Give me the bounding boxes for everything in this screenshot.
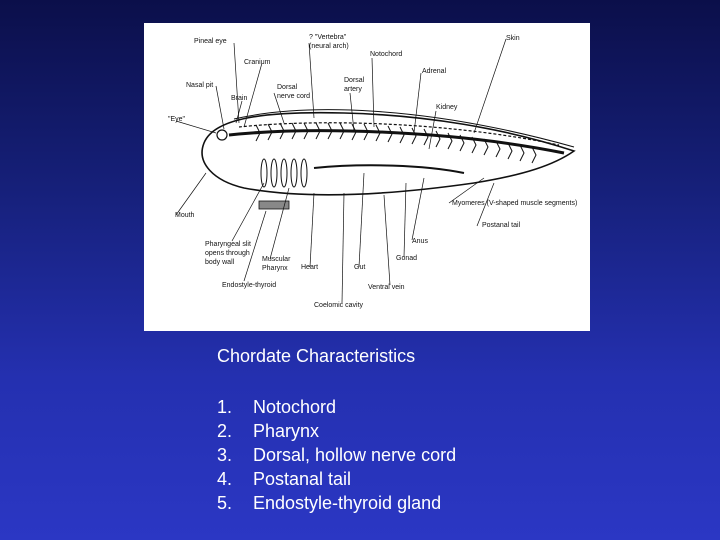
label-endostyle-thyroid: Endostyle-thyroid xyxy=(222,282,276,289)
list-item-number: 4. xyxy=(217,469,233,489)
label-notochord: Notochord xyxy=(370,51,402,58)
list-item: 1. Notochord xyxy=(217,395,456,419)
label-ventral-vein: Ventral vein xyxy=(368,284,405,291)
label-mouth: Mouth xyxy=(175,212,195,219)
dorsal-fin xyxy=(233,109,575,148)
label-adrenal: Adrenal xyxy=(422,68,447,75)
label-gut: Gut xyxy=(354,264,365,271)
leader-lines xyxy=(175,38,507,304)
label-dorsal-artery-2: artery xyxy=(344,86,362,93)
label-dorsal-artery-1: Dorsal xyxy=(344,77,365,84)
label-anus: Anus xyxy=(412,238,428,245)
list-item-text: Pharynx xyxy=(253,421,320,441)
list-item: 2. Pharynx xyxy=(217,419,456,443)
label-neural-arch: (neural arch) xyxy=(309,43,349,50)
pharyngeal-slits xyxy=(260,158,308,188)
list-item: 3. Dorsal, hollow nerve cord xyxy=(217,443,456,467)
list-item-text: Dorsal, hollow nerve cord xyxy=(253,445,457,465)
chordate-diagram: Pineal eye ? "Vertebra" (neural arch) Sk… xyxy=(144,23,590,331)
label-eye: "Eye" xyxy=(168,116,186,123)
label-coelomic-cavity: Coelomic cavity xyxy=(314,302,364,309)
list-item-number: 5. xyxy=(217,493,233,513)
gut-shape xyxy=(313,164,465,174)
chordate-anatomy-drawing: Pineal eye ? "Vertebra" (neural arch) Sk… xyxy=(168,34,577,309)
slide-title: Chordate Characteristics xyxy=(217,346,416,366)
label-pharyngeal-slit-3: body wall xyxy=(205,259,235,266)
label-cranium: Cranium xyxy=(244,59,271,66)
list-item-number: 3. xyxy=(217,445,233,465)
label-myomeres: Myomeres (V-shaped muscle segments) xyxy=(452,200,577,207)
list-item: 5. Endostyle-thyroid gland xyxy=(217,491,456,515)
label-muscular-pharynx-1: Muscular xyxy=(262,256,291,263)
label-postanal-tail: Postanal tail xyxy=(482,222,521,229)
label-dorsal-nerve-cord-2: nerve cord xyxy=(277,93,310,100)
eye-shape xyxy=(216,129,228,141)
myomere-segments xyxy=(255,122,537,164)
label-kidney: Kidney xyxy=(436,104,458,111)
list-item-text: Postanal tail xyxy=(253,469,352,489)
label-gonad: Gonad xyxy=(396,255,417,262)
list-item-text: Endostyle-thyroid gland xyxy=(253,493,442,513)
label-brain: Brain xyxy=(231,95,247,102)
list-item-number: 2. xyxy=(217,421,233,441)
list-item: 4. Postanal tail xyxy=(217,467,456,491)
label-muscular-pharynx-2: Pharynx xyxy=(262,265,288,272)
list-item-text: Notochord xyxy=(253,397,337,417)
label-skin: Skin xyxy=(506,35,520,42)
label-pharyngeal-slit-1: Pharyngeal slit xyxy=(205,241,251,248)
endostyle-shape xyxy=(258,200,290,210)
label-dorsal-nerve-cord-1: Dorsal xyxy=(277,84,298,91)
label-vertebra: ? "Vertebra" xyxy=(309,34,347,41)
label-pharyngeal-slit-2: opens through xyxy=(205,250,250,257)
body-outline xyxy=(201,111,576,196)
label-pineal-eye: Pineal eye xyxy=(194,38,227,45)
characteristics-list: 1. Notochord 2. Pharynx 3. Dorsal, hollow n… xyxy=(217,395,456,515)
label-heart: Heart xyxy=(301,264,318,271)
list-item-number: 1. xyxy=(217,397,233,417)
label-nasal-pit: Nasal pit xyxy=(186,82,213,89)
nerve-cord-shape xyxy=(238,122,560,146)
